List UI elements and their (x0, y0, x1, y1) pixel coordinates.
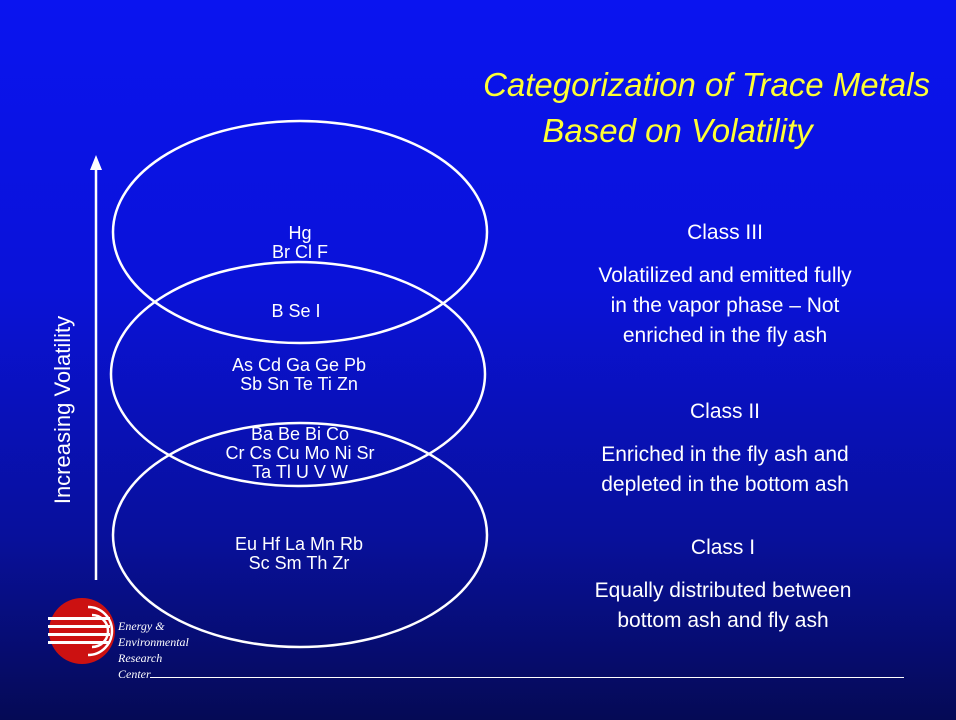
footer-divider (150, 677, 904, 678)
group-overlap-lower-line: Ba Be Bi Co (250, 424, 350, 444)
eerc-logo-text: Energy & Environmental Research Center (118, 618, 189, 682)
logo-text-line: Energy & (118, 619, 165, 633)
class-ii-desc: depleted in the bottom ash (601, 473, 849, 496)
class-i-title: Class I (690, 536, 756, 559)
group-overlap-lower: Ba Be Bi Co Cr Cs Cu Mo Ni Sr Ta Tl U V … (225, 425, 374, 482)
group-middle: As Cd Ga Ge Pb Sb Sn Te Ti Zn (232, 356, 366, 394)
class-ii-desc: Enriched in the fly ash and (601, 443, 849, 466)
group-top-line: Hg (288, 223, 312, 243)
class-i-block: Class I Equally distributed between bott… (595, 533, 852, 636)
group-overlap-lower-line: Ta Tl U V W (252, 462, 348, 482)
group-middle-line: Sb Sn Te Ti Zn (240, 374, 358, 394)
slide-title: Categorization of Trace Metals Based on … (360, 62, 950, 154)
class-iii-desc: enriched in the fly ash (622, 324, 828, 347)
logo-text-line: Center (118, 667, 151, 681)
group-middle-line: As Cd Ga Ge Pb (231, 355, 367, 375)
group-top: Hg Br Cl F (272, 224, 328, 262)
volatility-arrowhead (90, 155, 102, 170)
ellipse-class-i (111, 421, 489, 649)
group-overlap-upper-line: B Se I (271, 301, 321, 321)
title-line-2: Based on Volatility (542, 112, 813, 149)
group-bottom-line: Eu Hf La Mn Rb (234, 534, 364, 554)
class-iii-desc: Volatilized and emitted fully (598, 264, 852, 287)
eerc-logo-icon (48, 598, 115, 664)
ellipse-class-ii (109, 260, 487, 488)
ellipse-class-iii (111, 119, 489, 345)
group-overlap-lower-line: Cr Cs Cu Mo Ni Sr (225, 443, 375, 463)
group-overlap-upper: B Se I (271, 302, 320, 321)
group-bottom: Eu Hf La Mn Rb Sc Sm Th Zr (235, 535, 363, 573)
class-ii-title: Class II (689, 400, 761, 423)
class-i-desc: bottom ash and fly ash (617, 609, 829, 632)
class-iii-title: Class III (687, 221, 763, 244)
class-i-desc: Equally distributed between (594, 579, 852, 602)
logo-text-line: Research (118, 651, 163, 665)
class-iii-desc: in the vapor phase – Not (610, 294, 840, 317)
logo-text-line: Environmental (118, 635, 189, 649)
class-iii-block: Class III Volatilized and emitted fully … (598, 218, 851, 351)
title-line-1: Categorization of Trace Metals (483, 66, 930, 103)
group-bottom-line: Sc Sm Th Zr (248, 553, 350, 573)
group-top-line: Br Cl F (272, 242, 328, 262)
class-ii-block: Class II Enriched in the fly ash and dep… (601, 397, 849, 500)
y-axis-label: Increasing Volatility (50, 315, 75, 505)
